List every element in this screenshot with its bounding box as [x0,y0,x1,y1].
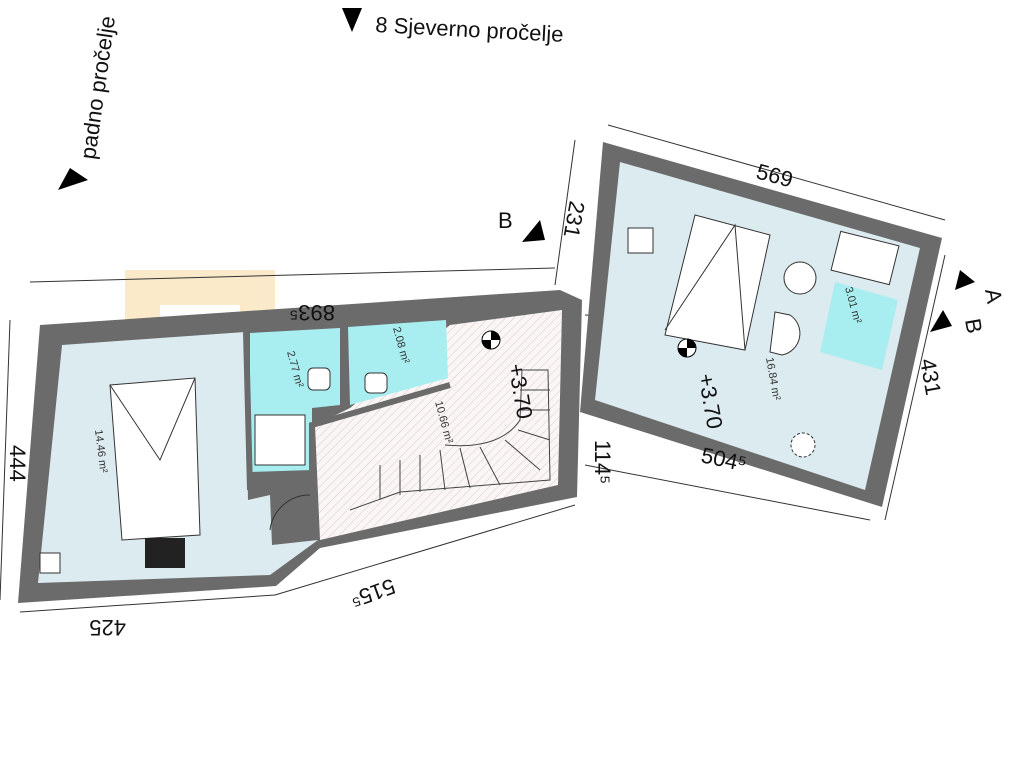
right-wing [580,142,942,507]
section-marker-icon [955,270,975,290]
dimension-text: 515⁵ [347,574,399,613]
level-marker-icon [677,338,697,358]
left-wing [18,290,631,603]
dimension-text: 425 [89,615,126,640]
dimension-text: 431 [915,357,946,398]
bathtub-left [254,414,306,466]
dimension-text: 444 [5,445,30,482]
bed-left [109,377,201,568]
washer [39,552,61,574]
section-b-label: B [498,208,513,233]
staircase [349,369,551,511]
section-b-label-right: B [960,317,987,336]
dimension-text: 114⁵ [590,440,615,484]
dimension-text: 893⁵ [289,300,335,325]
bath-right-floor [820,282,898,370]
dimension-lines [0,124,946,613]
section-marker-icon [58,168,88,190]
section-a-label: A [980,287,1007,306]
section-marker-icon [930,310,952,332]
level-marker-icon [481,330,501,350]
section-marker-icon [522,220,545,242]
section-marker-icon [342,8,362,32]
dimension-text: 231 [559,199,590,240]
bed-right [664,214,771,351]
room-area: 14.46 m² [92,429,109,474]
west-elevation-label: padno pročelje [75,14,120,160]
toilet-wc [364,372,388,394]
toilet-left [307,367,331,391]
north-elevation-label: 8 Sjeverno pročelje [375,12,564,47]
